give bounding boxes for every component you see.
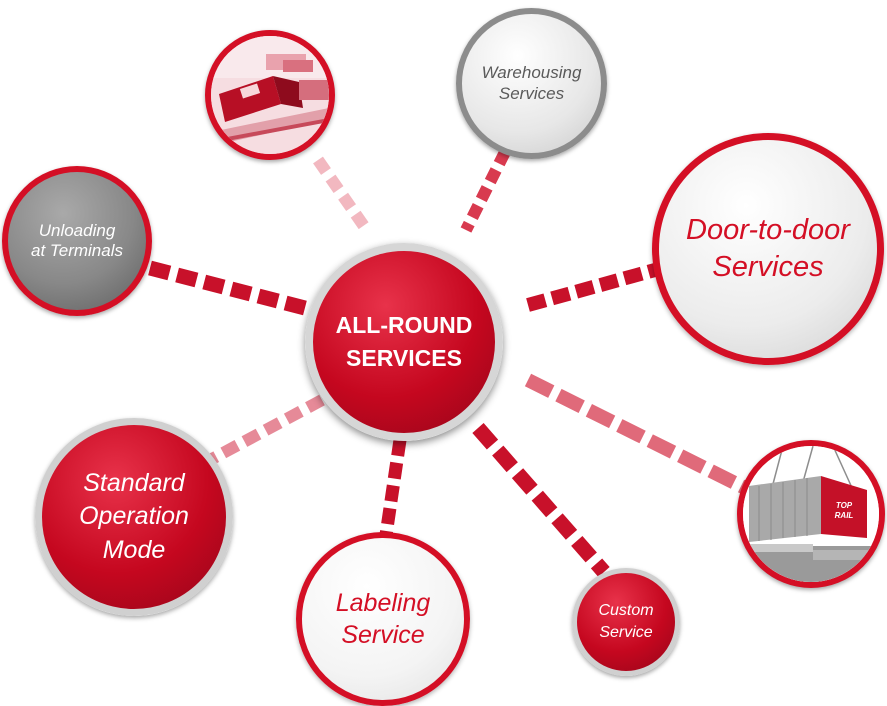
labeling-line2: Service xyxy=(341,621,425,649)
unloading-at-terminals-node[interactable]: Unloading at Terminals xyxy=(2,166,152,316)
container-photo-node: TOP RAIL xyxy=(737,440,885,588)
all-round-services-hub[interactable]: ALL-ROUND SERVICES xyxy=(305,243,503,441)
standard-line3: Mode xyxy=(102,535,166,564)
warehousing-services-node[interactable]: Warehousing Services xyxy=(456,8,607,159)
container-logo-line1: TOP xyxy=(836,501,853,510)
standard-line2: Operation xyxy=(79,502,189,531)
container-logo-line2: RAIL xyxy=(835,511,854,520)
connector-unloading xyxy=(148,260,307,316)
standard-operation-mode-node[interactable]: Standard Operation Mode xyxy=(35,418,233,616)
hub-line2: SERVICES xyxy=(346,345,462,371)
hub-label: ALL-ROUND SERVICES xyxy=(336,309,473,376)
train-photo-icon xyxy=(211,36,329,154)
train-photo-node xyxy=(205,30,335,160)
door-to-door-line1: Door-to-door xyxy=(686,213,850,246)
custom-service-node[interactable]: Custom Service xyxy=(572,568,680,676)
unloading-label: Unloading at Terminals xyxy=(31,221,123,262)
warehousing-label: Warehousing Services xyxy=(482,63,582,104)
connector-container xyxy=(524,373,749,495)
hub-line1: ALL-ROUND xyxy=(335,311,473,338)
unloading-line2: at Terminals xyxy=(31,241,123,260)
labeling-line1: Labeling xyxy=(335,588,431,617)
standard-line1: Standard xyxy=(83,469,185,498)
door-to-door-services-node[interactable]: Door-to-door Services xyxy=(652,133,884,365)
door-to-door-line2: Services xyxy=(712,251,824,283)
labeling-label: Labeling Service xyxy=(336,587,431,652)
connector-door xyxy=(526,263,657,312)
warehousing-line1: Warehousing xyxy=(481,63,582,83)
door-to-door-label: Door-to-door Services xyxy=(686,212,850,286)
connector-standard xyxy=(207,394,325,466)
warehousing-line2: Services xyxy=(498,83,565,103)
container-crane-photo-icon: TOP RAIL xyxy=(743,446,879,582)
custom-line1: Custom xyxy=(598,601,654,619)
custom-line2: Service xyxy=(599,624,653,641)
labeling-service-node[interactable]: Labeling Service xyxy=(296,532,470,706)
connector-labeling xyxy=(379,439,407,536)
custom-label: Custom Service xyxy=(598,600,653,645)
unloading-line1: Unloading xyxy=(38,220,116,240)
standard-label: Standard Operation Mode xyxy=(79,467,189,567)
connector-custom xyxy=(472,423,610,577)
connector-warehousing xyxy=(460,149,511,233)
connector-train xyxy=(313,156,373,236)
